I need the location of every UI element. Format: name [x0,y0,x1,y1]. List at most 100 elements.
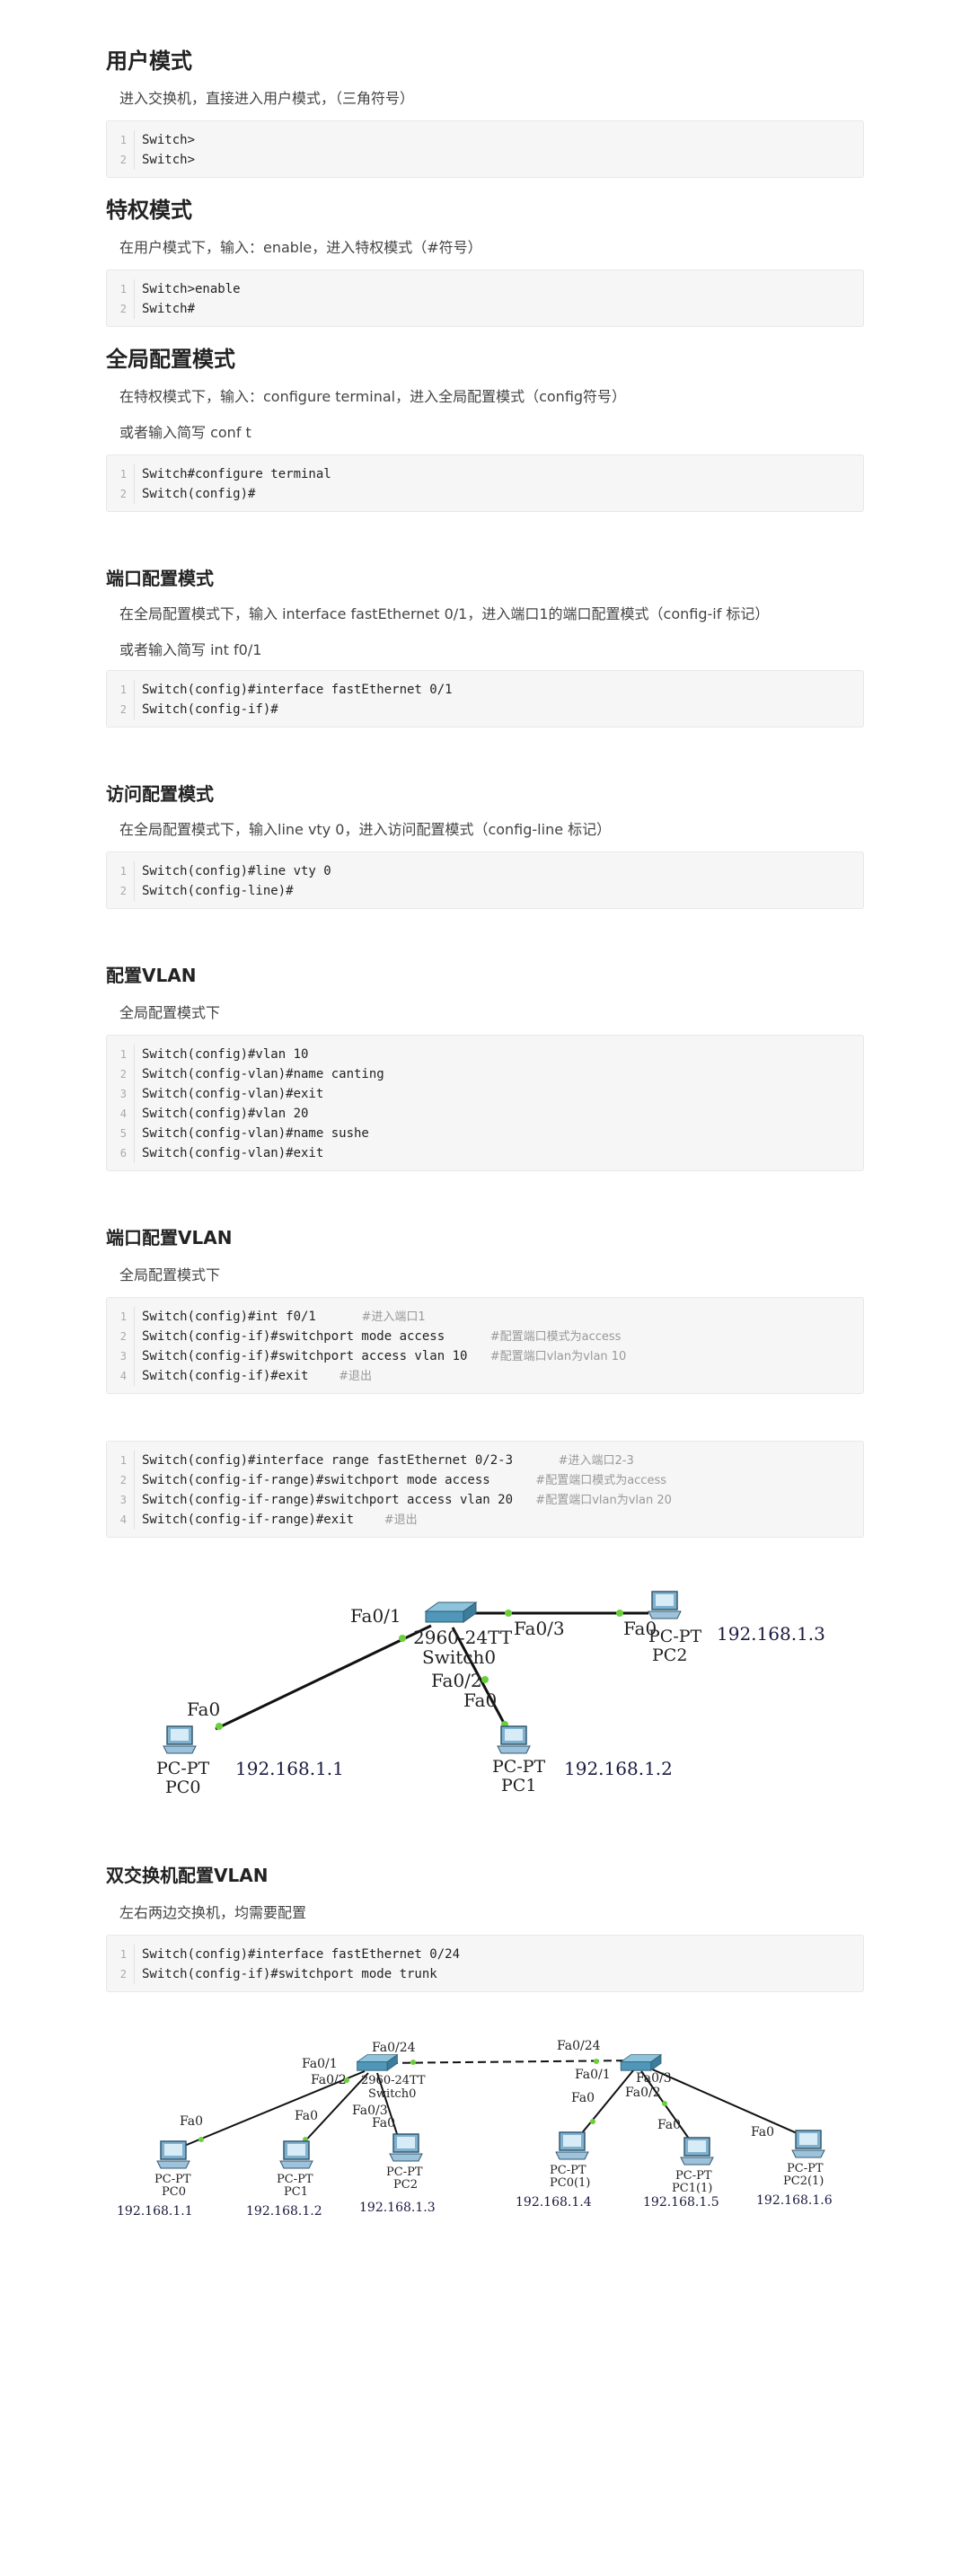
code-comment: #进入端口2-3 [558,1454,634,1468]
code-text: Switch(config)#vlan 10 [134,1045,308,1064]
pc-name-label: PC2 [393,2178,418,2192]
pc-type-label: PC-PT [156,1759,210,1778]
link-pc1-switch [451,1627,514,1739]
code-text: Switch(config-if-range)#exit #退出 [134,1510,418,1530]
heading-port-vlan: 端口配置VLAN [106,1227,233,1248]
pc-icon [156,2140,190,2169]
port-label: Fa0/1 [350,1605,401,1627]
desc-access-mode: 在全局配置模式下，输入line vty 0，进入访问配置模式（config-li… [119,821,612,838]
pc-icon [555,2131,589,2160]
link-left-pc1 [299,2072,369,2148]
code-text: Switch(config-if-range)#switchport mode … [134,1470,666,1490]
pc-name-label: PC1 [501,1776,536,1795]
switch-icon [620,2054,662,2071]
port-label: Fa0 [295,2109,318,2123]
pc-ip-label: 192.168.1.6 [756,2193,833,2208]
switch-icon [425,1601,477,1623]
heading-vlan: 配置VLAN [106,965,197,986]
pc-type-label: PC-PT [648,1627,702,1646]
heading-global-mode: 全局配置模式 [106,347,235,372]
pc-type-label: PC-PT [386,2166,423,2179]
code-comment: #配置端口vlan为vlan 20 [535,1494,672,1507]
code-text: Switch(config)#interface fastEthernet 0/… [134,1945,460,1964]
switch-model-label: 2960-24TT [413,1627,513,1648]
code-text: Switch(config-vlan)#name sushe [134,1124,369,1143]
desc-priv-mode: 在用户模式下，输入：enable，进入特权模式（#符号） [119,239,482,256]
code-text: Switch(config-vlan)#exit [134,1084,323,1104]
pc-name-label: PC0 [162,2185,186,2199]
pc-icon [791,2130,825,2158]
link-right-pc1 [640,2070,694,2146]
code-text: Switch(config)#int f0/1 #进入端口1 [134,1307,426,1327]
heading-priv-mode: 特权模式 [106,198,192,223]
port-label: Fa0 [657,2118,681,2132]
port-label: Fa0 [751,2125,774,2139]
topology-diagram-single: Fa0/1 2960-24TT Switch0 Fa0/3 Fa0/2 Fa0 … [156,1591,825,1796]
code-text: Switch(config-if)#switchport access vlan… [134,1346,626,1366]
port-label: Fa0 [463,1689,497,1711]
pc-type-label: PC-PT [154,2173,191,2186]
link-status-dot [344,2078,349,2083]
code-comment: #配置端口模式为access [535,1474,666,1487]
port-label: Fa0/3 [352,2104,388,2118]
code-text: Switch(config-if-range)#switchport acces… [134,1490,672,1510]
pc-ip-label: 192.168.1.1 [117,2204,193,2219]
link-right-pc0 [576,2069,635,2140]
pc-type-label: PC-PT [277,2173,313,2186]
pc-ip-label: 192.168.1.2 [564,1758,673,1779]
pc-ip-label: 192.168.1.4 [516,2195,592,2210]
port-label: Fa0 [180,2114,203,2129]
link-left-pc2 [376,2072,400,2140]
pc-icon [497,1725,531,1754]
link-status-dot [505,1610,512,1617]
pc-type-label: PC-PT [550,2164,586,2177]
code-text: Switch(config)#interface range fastEther… [134,1451,634,1470]
pc-name-label: PC1(1) [672,2182,712,2195]
port-label: Fa0/3 [514,1618,565,1639]
pc-name-label: PC2 [652,1645,687,1665]
code-text: Switch(config)#line vty 0 [134,861,331,881]
port-label: Fa0/3 [636,2071,672,2086]
desc-port-mode-short: 或者输入简写 int f0/1 [119,641,262,658]
switch-model-label: 2960-24TT [361,2074,426,2087]
switch-name-label: Switch0 [422,1646,496,1668]
code-text: Switch(config-vlan)#name canting [134,1064,384,1084]
code-text: Switch#configure terminal [134,464,331,484]
code-comment: #进入端口1 [361,1310,426,1324]
desc-vlan: 全局配置模式下 [119,1004,221,1021]
code-comment: #配置端口模式为access [489,1330,622,1344]
port-label: Fa0/1 [302,2057,338,2071]
pc-name-label: PC2(1) [783,2175,824,2188]
port-label: Fa0/2 [431,1670,482,1691]
topology-diagram-dual: Fa0/24 Fa0/24 Fa0/1 Fa0/2 2960-24TT Swit… [117,2039,833,2219]
link-status-dot [410,2060,416,2065]
code-text: Switch(config-if)# [134,700,278,719]
link-status-dot [216,1723,223,1730]
code-text: Switch(config-if)#exit #退出 [134,1366,372,1386]
port-label: Fa0/24 [557,2039,601,2053]
port-label: Fa0 [623,1618,657,1639]
port-label: Fa0/1 [575,2068,611,2082]
desc-port-mode: 在全局配置模式下，输入 interface fastEthernet 0/1，进… [119,605,770,622]
pc-ip-label: 192.168.1.3 [359,2201,436,2215]
code-text: Switch(config-line)# [134,881,294,901]
pc-name-label: PC0(1) [550,2176,590,2190]
link-status-dot [662,2101,667,2106]
pc-ip-label: 192.168.1.5 [643,2195,719,2210]
